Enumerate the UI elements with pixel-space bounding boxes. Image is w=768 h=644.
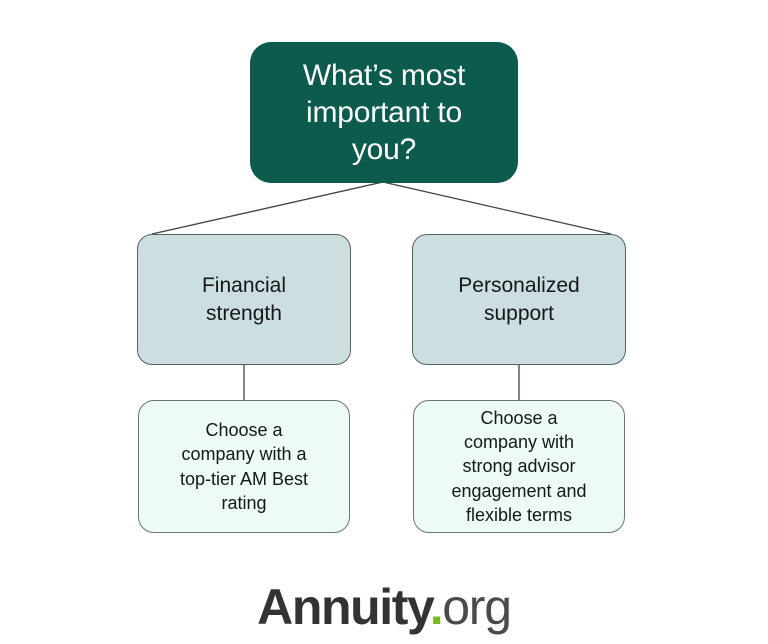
brand-name-text: Annuity [257,579,431,635]
root-question-node: What’s most important to you? [250,42,518,183]
brand-logo: Annuity.org [0,578,768,636]
recommendation-text-financial-strength: Choose a company with a top-tier AM Best… [179,420,309,513]
connector-root-to-financial-strength [151,181,384,235]
recommendation-text-personalized-support: Choose a company with strong advisor eng… [451,408,587,525]
recommendation-node-personalized-support: Choose a company with strong advisor eng… [413,400,625,533]
criterion-node-financial-strength: Financial strength [137,234,351,365]
connector-root-to-personalized-support [382,181,612,235]
criterion-label-financial-strength: Financial strength [201,273,287,325]
recommendation-node-financial-strength: Choose a company with a top-tier AM Best… [138,400,350,533]
criterion-label-personalized-support: Personalized support [458,273,580,325]
brand-dot-icon: . [429,579,444,635]
root-question-text: What’s most important to you? [302,58,466,167]
criterion-node-personalized-support: Personalized support [412,234,626,365]
brand-tld-text: org [442,579,512,635]
